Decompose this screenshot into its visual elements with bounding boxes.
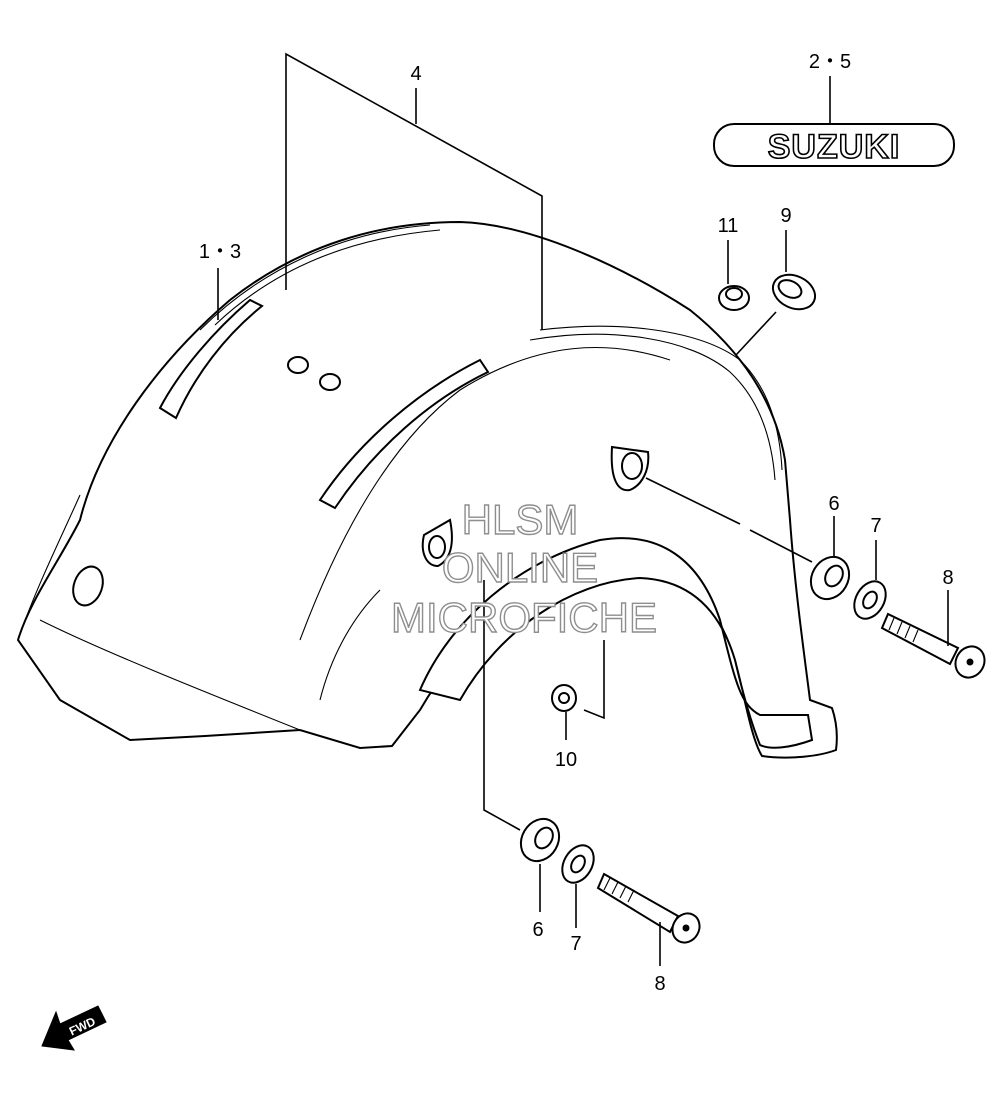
- callout-grommet-9: 9: [780, 205, 791, 227]
- callout-grommet-11: 11: [718, 215, 739, 237]
- leader-lines: [217, 52, 949, 966]
- emblem-text: SUZUKI: [768, 128, 901, 166]
- washer-lower: [561, 844, 595, 884]
- callout-numbers: 1・3 4 2・5 11 9 6 7 8 10 6 7 8: [199, 51, 954, 995]
- bolt-lower: [596, 872, 701, 944]
- callout-washer-lower: 7: [570, 933, 581, 955]
- callout-emblem: 2・5: [809, 51, 851, 73]
- watermark-line1: HLSM: [462, 496, 579, 543]
- callout-bolt-upper: 8: [942, 567, 953, 589]
- callout-nut-10: 10: [555, 749, 577, 771]
- bolt-upper: [880, 612, 986, 679]
- watermark-line3: MICROFICHE: [391, 594, 657, 641]
- grommet-11: [718, 285, 750, 311]
- washer-upper: [853, 580, 887, 620]
- cushion-upper: [809, 555, 851, 601]
- callout-cushion-lower: 6: [532, 919, 543, 941]
- watermark: HLSM ONLINE MICROFICHE: [390, 495, 657, 641]
- callout-cushion-upper: 6: [828, 493, 839, 515]
- cushion-lower: [519, 817, 561, 863]
- suzuki-emblem: SUZUKI: [713, 123, 955, 167]
- callout-bolt-lower: 8: [654, 973, 665, 995]
- watermark-line2: ONLINE: [442, 544, 598, 591]
- rear-fender: [16, 220, 838, 759]
- fwd-direction-arrow: FWD: [41, 1005, 107, 1051]
- grommet-9: [771, 273, 817, 311]
- callout-washer-upper: 7: [870, 515, 881, 537]
- callout-stripe: 4: [410, 63, 421, 85]
- fwd-label: FWD: [67, 1014, 98, 1038]
- nut-10: [551, 684, 577, 712]
- callout-fender: 1・3: [199, 241, 241, 263]
